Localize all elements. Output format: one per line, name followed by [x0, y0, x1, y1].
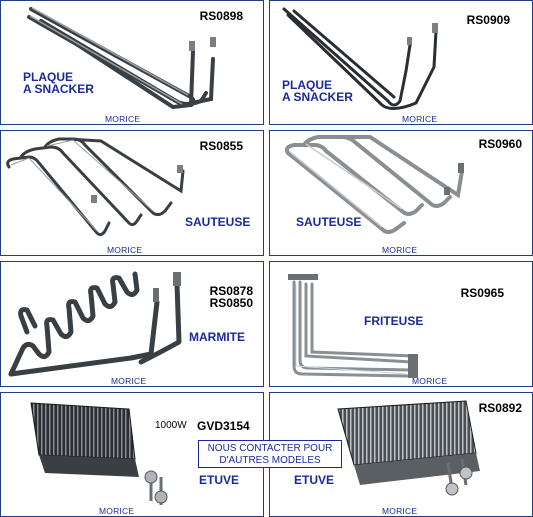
product-card-rs0855[interactable]: RS0855 SAUTEUSE MORICE — [0, 130, 264, 256]
product-application-line-2: A SNACKER — [282, 90, 353, 104]
product-application: MARMITE — [189, 330, 245, 344]
brand-label: MORICE — [402, 114, 438, 124]
product-application-line-1: PLAQUE — [282, 78, 333, 92]
product-ref: RS0965 — [460, 286, 504, 300]
heating-element-image — [284, 135, 464, 234]
brand-label: MORICE — [412, 376, 448, 386]
heating-element-image — [288, 274, 418, 378]
product-ref: RS0960 — [478, 137, 522, 151]
product-ref: RS0909 — [466, 13, 510, 27]
product-ref: RS0898 — [199, 9, 243, 23]
product-ref-2: RS0850 — [209, 296, 253, 310]
heating-element-image — [282, 7, 438, 110]
contact-line-1: NOUS CONTACTER POUR — [207, 443, 333, 454]
product-application: ETUVE — [294, 473, 335, 487]
finned-element-image — [337, 400, 480, 496]
contact-line-2: D'AUTRES MODELES — [219, 455, 321, 466]
heating-element-image — [6, 137, 185, 237]
product-application: SAUTEUSE — [185, 215, 251, 229]
heating-element-image — [27, 7, 216, 110]
heating-element-image — [8, 271, 182, 377]
product-application: ETUVE — [199, 473, 240, 487]
product-application-line-2: A SNACKER — [23, 82, 94, 96]
brand-label: MORICE — [99, 506, 135, 516]
product-ref: RS0892 — [478, 401, 522, 415]
brand-label: MORICE — [382, 506, 418, 516]
product-power: 1000W — [155, 420, 187, 431]
product-ref: GVD3154 — [197, 419, 250, 433]
brand-label: MORICE — [111, 376, 147, 386]
product-card-rs0878-rs0850[interactable]: RS0878 RS0850 MARMITE MORICE — [0, 261, 264, 387]
brand-label: MORICE — [105, 114, 141, 124]
product-card-rs0965[interactable]: RS0965 FRITEUSE MORICE — [269, 261, 533, 387]
product-card-rs0960[interactable]: RS0960 SAUTEUSE MORICE — [269, 130, 533, 256]
product-application-line-1: PLAQUE — [23, 70, 74, 84]
product-application: FRITEUSE — [364, 314, 424, 328]
brand-label: MORICE — [107, 245, 143, 255]
product-card-rs0909[interactable]: RS0909 PLAQUE A SNACKER MORICE — [269, 0, 533, 125]
brand-label: MORICE — [382, 245, 418, 255]
finned-element-image — [30, 402, 168, 505]
product-ref-1: RS0878 — [209, 284, 253, 298]
product-application: SAUTEUSE — [296, 215, 362, 229]
product-ref: RS0855 — [199, 139, 243, 153]
product-card-rs0898[interactable]: RS0898 PLAQUE A SNACKER MORICE — [0, 0, 264, 125]
contact-us-box[interactable]: NOUS CONTACTER POUR D'AUTRES MODELES — [198, 440, 342, 468]
